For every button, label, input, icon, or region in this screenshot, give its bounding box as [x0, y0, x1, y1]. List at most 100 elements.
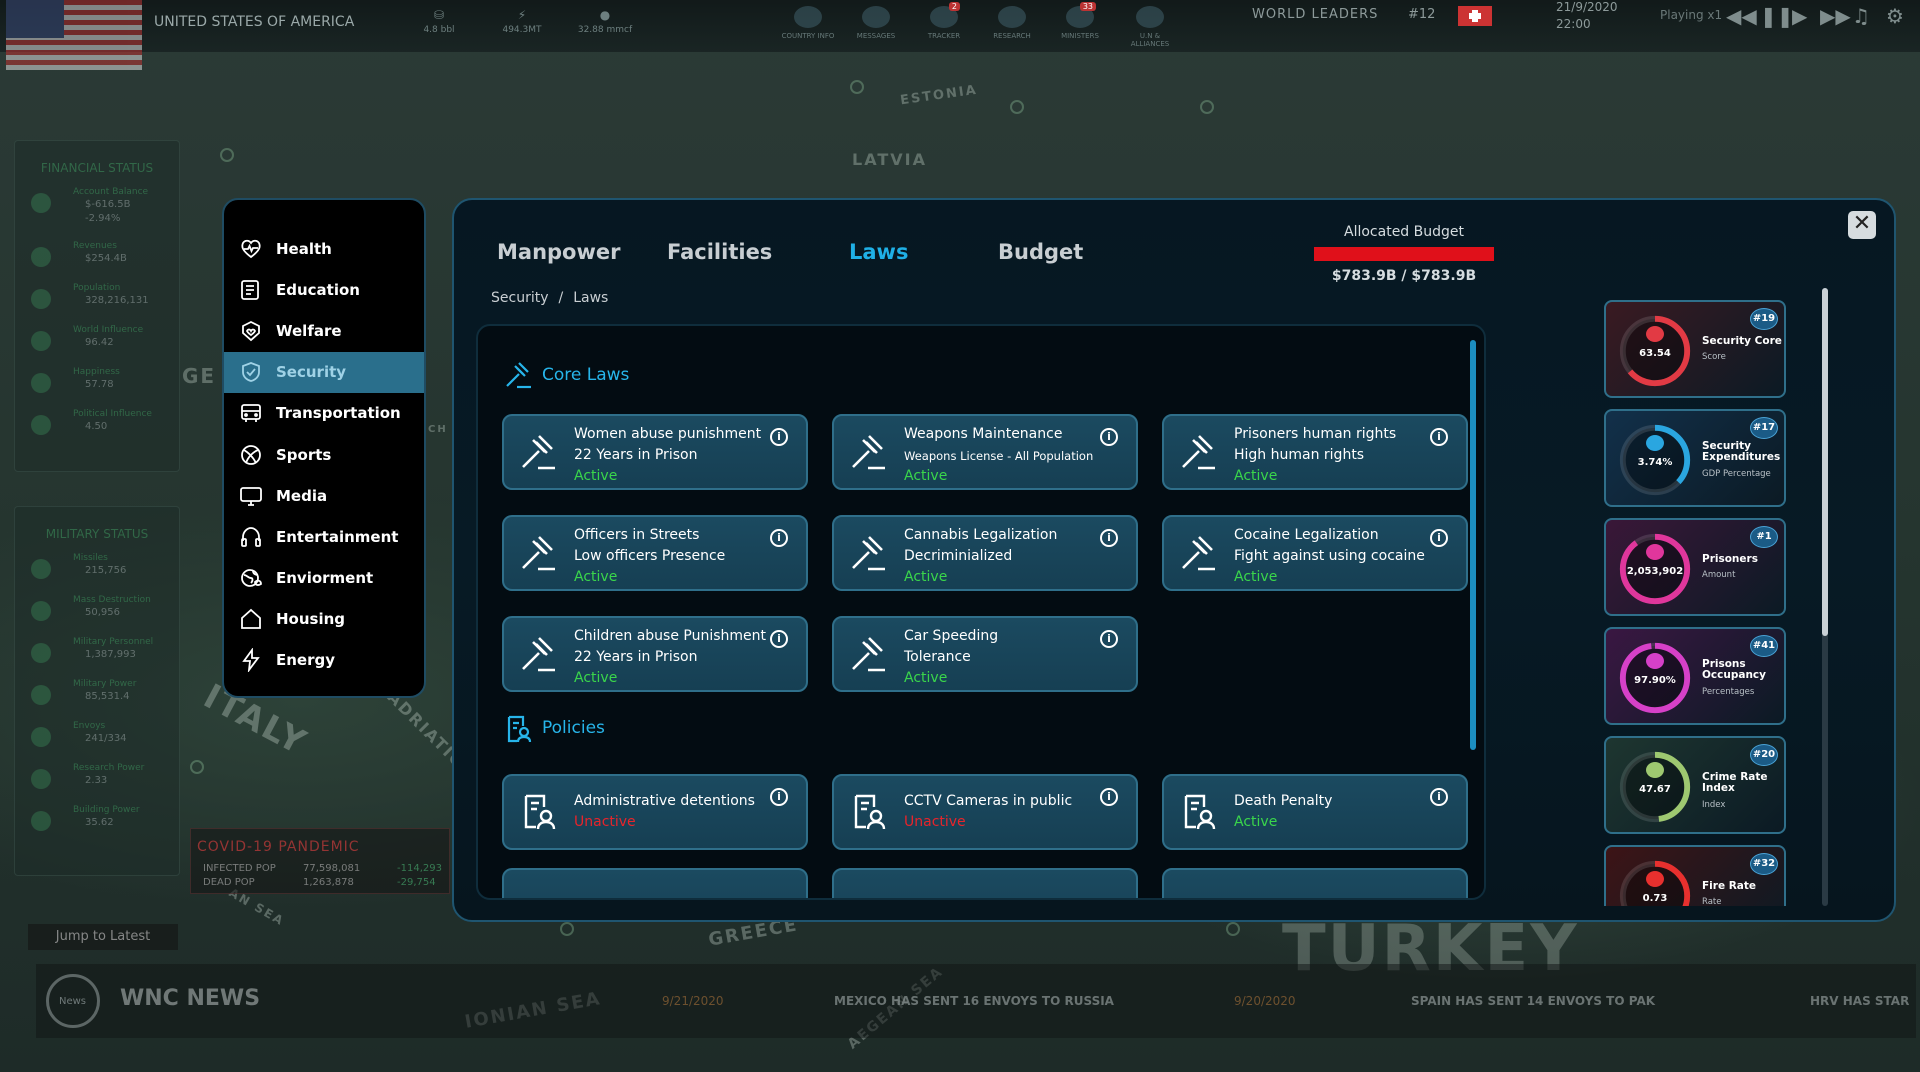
info-icon[interactable]: i: [1430, 788, 1448, 806]
world-leaders-button[interactable]: WORLD LEADERS: [1252, 7, 1379, 22]
un-icon: [1136, 6, 1164, 28]
play-icon[interactable]: ▶: [1792, 4, 1808, 28]
info-icon[interactable]: i: [1100, 428, 1118, 446]
tab-facilities[interactable]: Facilities: [667, 240, 773, 264]
fast-forward-icon[interactable]: ▶▶: [1820, 4, 1851, 28]
stat-label: Political Influence: [73, 409, 152, 419]
map-marker[interactable]: [1200, 100, 1214, 114]
map-marker[interactable]: [1226, 922, 1240, 936]
jump-to-latest-button[interactable]: Jump to Latest: [28, 924, 178, 950]
breadcrumb-parent[interactable]: Security: [491, 290, 549, 306]
resource-value: 32.88 mmcf: [577, 25, 633, 35]
music-icon[interactable]: ♫: [1852, 4, 1870, 28]
leader-flag[interactable]: [1458, 6, 1492, 26]
category-transportation[interactable]: Transportation: [224, 393, 424, 434]
laws-panel[interactable]: Core Laws Policies Women abuse punishmen…: [476, 324, 1486, 900]
stat-label: Happiness: [73, 367, 120, 377]
tab-manpower[interactable]: Manpower: [497, 240, 621, 264]
close-button[interactable]: ✕: [1848, 211, 1876, 239]
category-enviorment[interactable]: Enviorment: [224, 558, 424, 599]
settings-gear-icon[interactable]: ⚙: [1886, 4, 1904, 28]
stat-rank-badge: #41: [1750, 635, 1778, 657]
tab-budget[interactable]: Budget: [998, 240, 1084, 264]
stat-subtitle: Score: [1702, 352, 1726, 362]
policy-title: Death Penalty: [1234, 793, 1333, 809]
category-label: Enviorment: [276, 569, 374, 588]
map-marker[interactable]: [560, 922, 574, 936]
news-headline[interactable]: SPAIN HAS SENT 14 ENVOYS TO PAK: [1411, 994, 1656, 1008]
category-education[interactable]: Education: [224, 269, 424, 310]
policy-title: CCTV Cameras in public: [904, 793, 1073, 809]
news-headline[interactable]: MEXICO HAS SENT 16 ENVOYS TO RUSSIA: [834, 994, 1114, 1008]
info-icon[interactable]: i: [770, 788, 788, 806]
category-media[interactable]: Media: [224, 475, 424, 516]
nav-messages[interactable]: MESSAGES: [846, 6, 906, 40]
nav-country-info[interactable]: COUNTRY INFO: [778, 6, 838, 40]
rewind-icon[interactable]: ◀◀: [1726, 4, 1757, 28]
tab-laws[interactable]: Laws: [849, 240, 909, 264]
category-welfare[interactable]: Welfare: [224, 310, 424, 351]
stat-subtitle: Amount: [1702, 570, 1736, 580]
policy-card[interactable]: [1162, 868, 1468, 898]
law-status: Active: [1234, 468, 1278, 484]
info-icon[interactable]: i: [770, 529, 788, 547]
policy-card[interactable]: [832, 868, 1138, 898]
map-marker[interactable]: [190, 760, 204, 774]
map-marker[interactable]: [850, 80, 864, 94]
breadcrumb: Security/Laws: [491, 290, 608, 306]
stats-scrollbar[interactable]: [1822, 288, 1828, 636]
info-icon[interactable]: i: [1100, 630, 1118, 648]
country-flag[interactable]: [6, 0, 142, 70]
news-headline[interactable]: HRV HAS STAR: [1810, 994, 1910, 1008]
info-icon[interactable]: i: [1430, 428, 1448, 446]
category-energy[interactable]: Energy: [224, 640, 424, 681]
resource-value: 494.3MT: [502, 25, 542, 35]
covid-panel[interactable]: COVID-19 PANDEMIC INFECTED POP 77,598,08…: [190, 828, 450, 894]
laws-scrollbar[interactable]: [1470, 340, 1476, 750]
info-icon[interactable]: i: [1100, 529, 1118, 547]
policy-card[interactable]: [502, 868, 808, 898]
breadcrumb-separator: /: [558, 290, 564, 306]
stat-label: Military Personnel: [73, 637, 154, 647]
target-icon: [31, 685, 51, 705]
pause-icon[interactable]: ❚❚: [1760, 4, 1794, 28]
law-status: Active: [904, 468, 948, 484]
info-icon[interactable]: i: [1100, 788, 1118, 806]
flag-canton: [6, 0, 64, 38]
info-icon[interactable]: i: [770, 630, 788, 648]
category-sports[interactable]: Sports: [224, 434, 424, 475]
map-marker[interactable]: [1010, 100, 1024, 114]
category-health[interactable]: Health: [224, 228, 424, 269]
bolt-icon: [238, 647, 264, 673]
category-housing[interactable]: Housing: [224, 599, 424, 640]
nav-un-alliances[interactable]: U.N & ALLIANCES: [1120, 6, 1180, 48]
stat-label: Envoys: [73, 721, 106, 731]
category-entertainment[interactable]: Entertainment: [224, 516, 424, 557]
map-marker[interactable]: [220, 148, 234, 162]
policy-status: Unactive: [574, 814, 636, 830]
info-icon[interactable]: i: [770, 428, 788, 446]
category-security[interactable]: Security: [224, 351, 424, 393]
nav-research[interactable]: RESEARCH: [982, 6, 1042, 40]
info-icon[interactable]: i: [1430, 529, 1448, 547]
